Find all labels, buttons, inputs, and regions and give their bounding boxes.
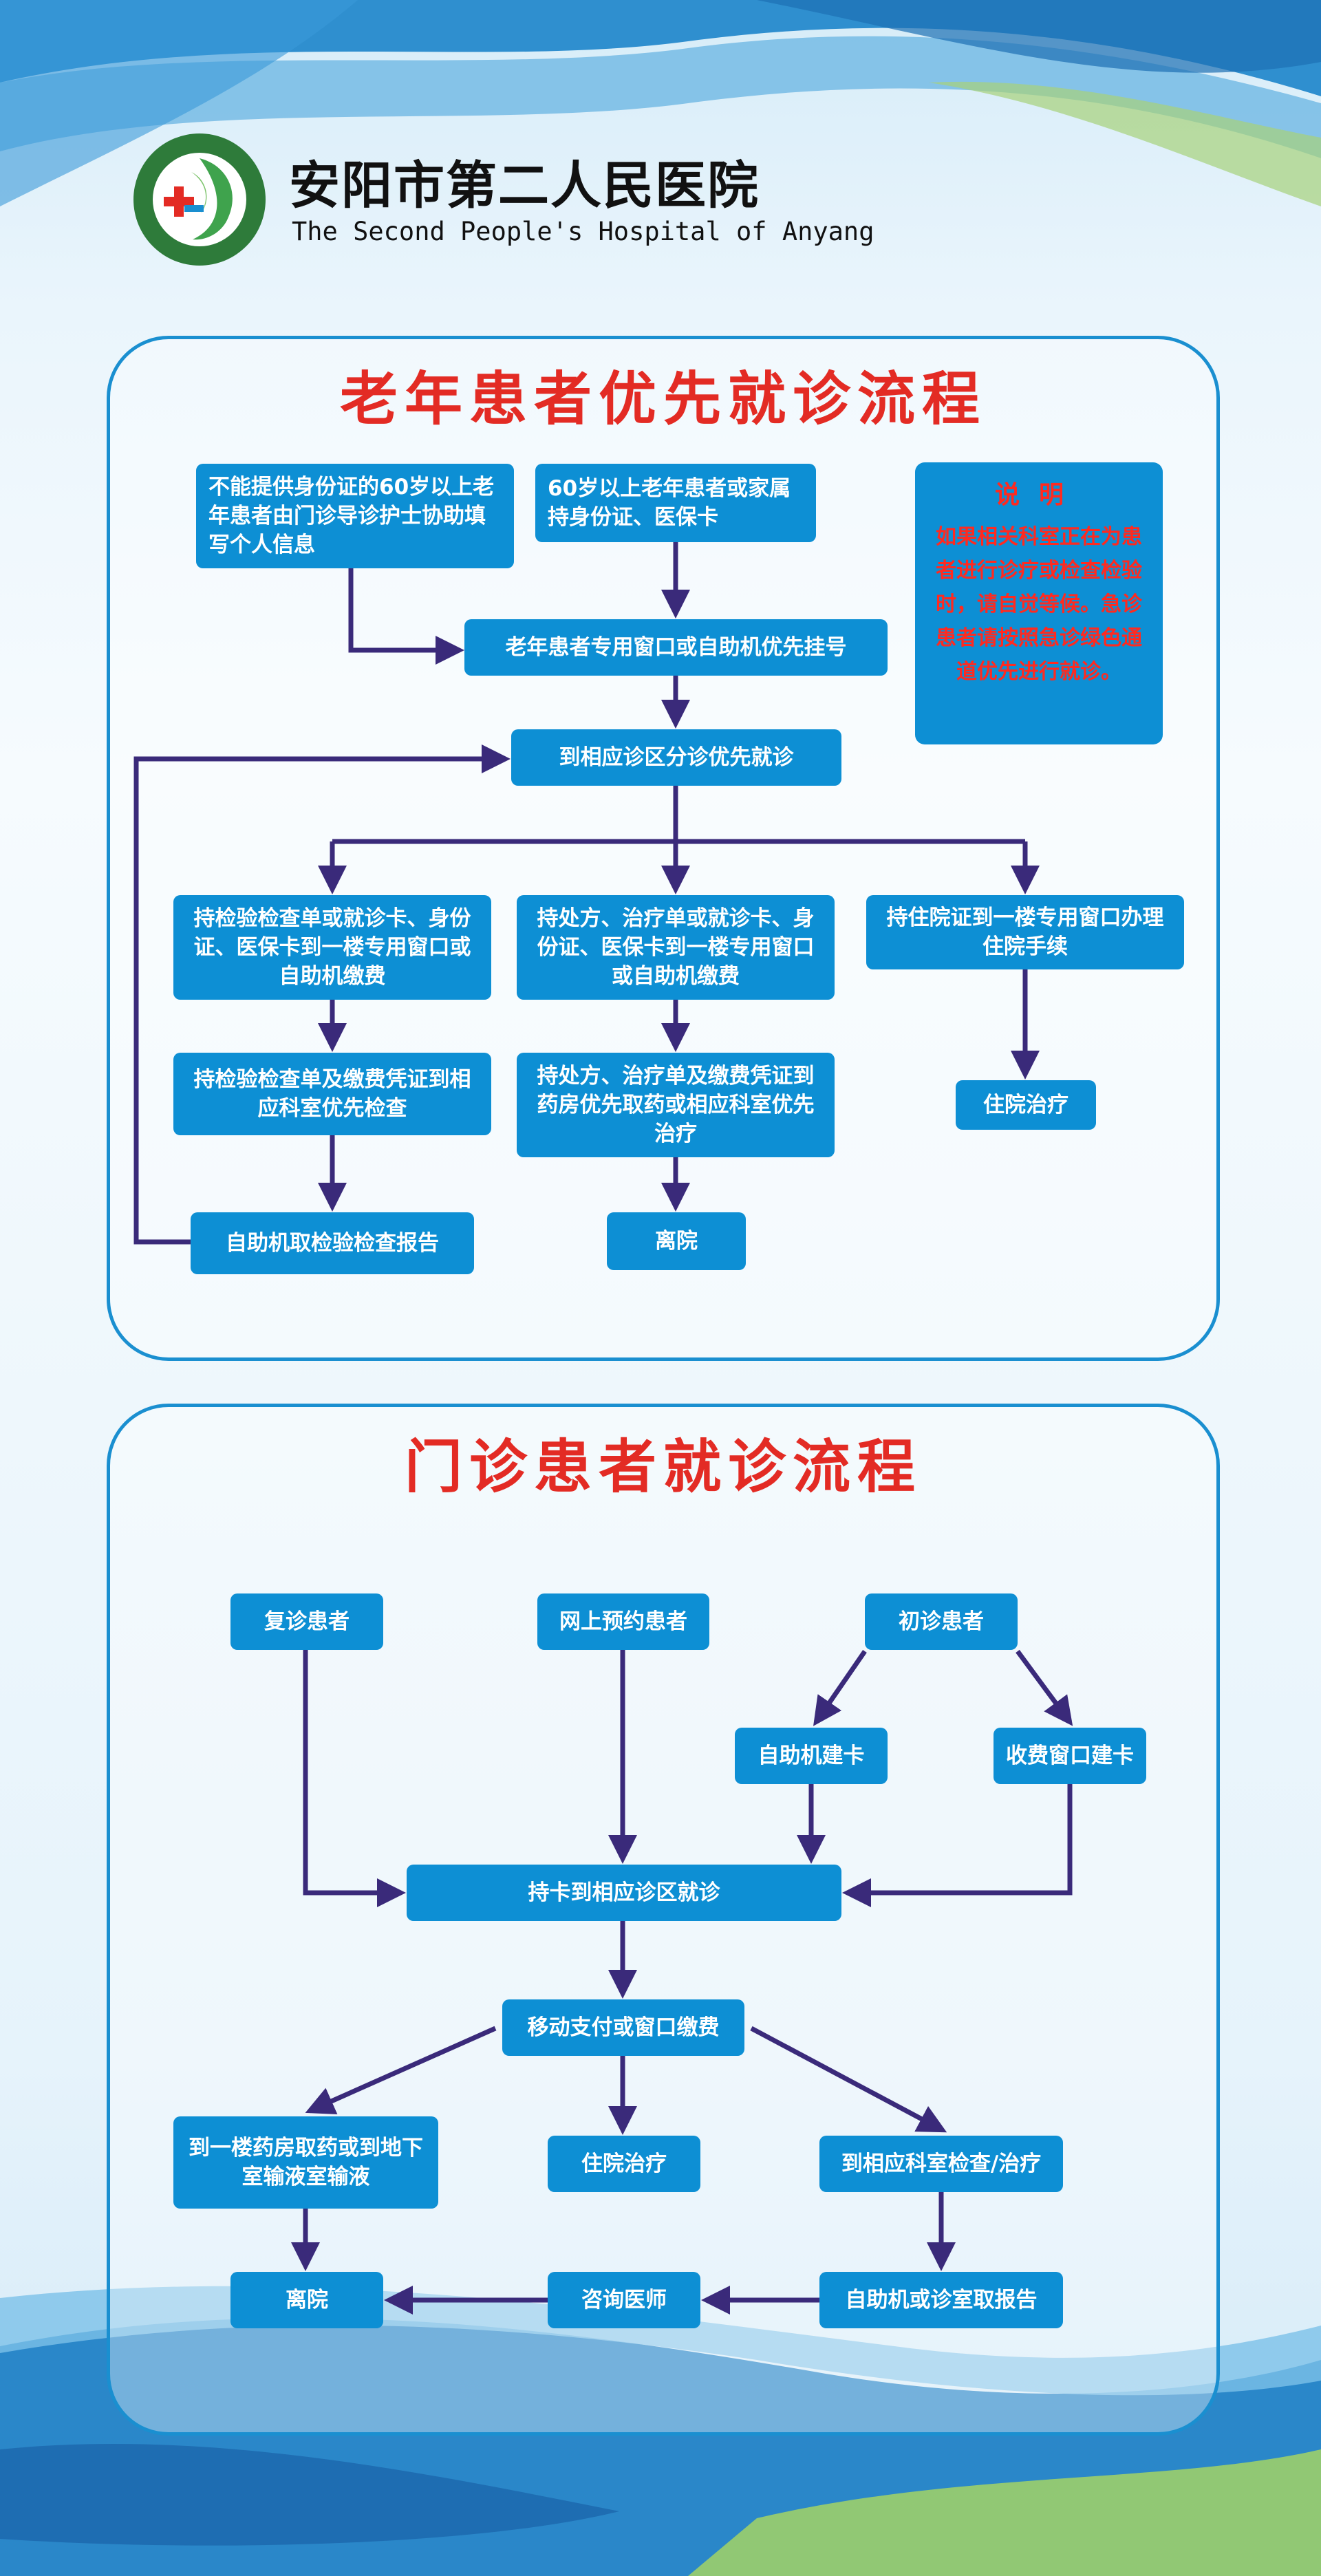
exam-payment-box: 持检验检查单或就诊卡、身份证、医保卡到一楼专用窗口或自助机缴费 (173, 895, 491, 1000)
hospital-name-en: The Second People's Hospital of Anyang (292, 217, 874, 246)
note-box: 说明 如果相关科室正在为患者进行诊疗或检查检验时，请自觉等候。急诊患者请按照急诊… (915, 462, 1163, 744)
outpatient-panel-title: 门诊患者就诊流程 (404, 1433, 922, 1501)
no-id-elderly-box: 不能提供身份证的60岁以上老年患者由门诊导诊护士协助填写个人信息 (196, 464, 514, 568)
hospital-name-cn: 安阳市第二人民医院 (289, 156, 760, 215)
kiosk-card-box: 自助机建卡 (735, 1728, 888, 1784)
outpatient-inpatient-box: 住院治疗 (548, 2136, 700, 2192)
return-patient-box: 复诊患者 (230, 1593, 383, 1650)
note-text: 如果相关科室正在为患者进行诊疗或检查检验时，请自觉等候。急诊患者请按照急诊绿色通… (936, 525, 1142, 684)
report-pickup-box: 自助机或诊室取报告 (819, 2272, 1063, 2328)
report-kiosk-box: 自助机取检验检查报告 (191, 1212, 474, 1274)
payment-box: 移动支付或窗口缴费 (502, 1999, 744, 2056)
admission-box: 持住院证到一楼专用窗口办理住院手续 (866, 895, 1184, 969)
elderly-panel-title: 老年患者优先就诊流程 (339, 365, 987, 433)
with-id-elderly-box: 60岁以上老年患者或家属持身份证、医保卡 (535, 464, 816, 542)
inpatient-box: 住院治疗 (956, 1080, 1096, 1130)
priority-triage-box: 到相应诊区分诊优先就诊 (511, 729, 841, 786)
note-title: 说明 (994, 481, 1083, 509)
pharmacy-infusion-box: 到一楼药房取药或到地下室输液室输液 (173, 2116, 438, 2209)
online-booking-box: 网上预约患者 (537, 1593, 709, 1650)
priority-register-box: 老年患者专用窗口或自助机优先挂号 (464, 619, 888, 676)
window-card-box: 收费窗口建卡 (994, 1728, 1146, 1784)
elderly-leave-box: 离院 (607, 1212, 746, 1270)
prescription-payment-box: 持处方、治疗单或就诊卡、身份证、医保卡到一楼专用窗口或自助机缴费 (517, 895, 835, 1000)
logo-emblem-icon (133, 133, 266, 266)
priority-exam-box: 持检验检查单及缴费凭证到相应科室优先检查 (173, 1053, 491, 1135)
consult-doctor-box: 咨询医师 (548, 2272, 700, 2328)
clinic-visit-box: 持卡到相应诊区就诊 (407, 1865, 841, 1921)
top-wave-decoration (0, 0, 1321, 207)
dept-exam-box: 到相应科室检查/治疗 (819, 2136, 1063, 2192)
hospital-logo (124, 131, 275, 268)
outpatient-leave-box: 离院 (230, 2272, 383, 2328)
priority-pharmacy-box: 持处方、治疗单及缴费凭证到药房优先取药或相应科室优先治疗 (517, 1053, 835, 1157)
first-visit-box: 初诊患者 (865, 1593, 1018, 1650)
